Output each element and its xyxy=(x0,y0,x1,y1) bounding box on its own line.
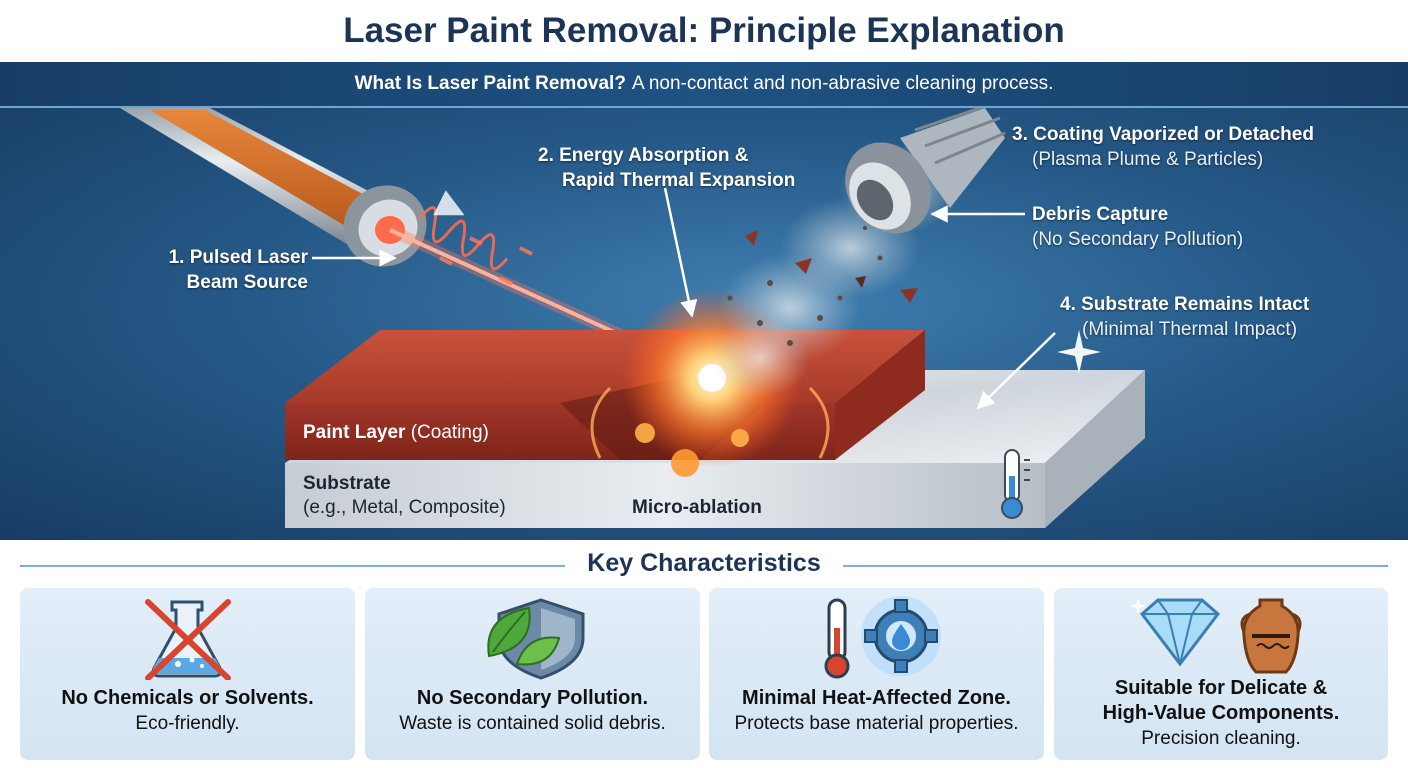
step2-label: 2. Energy Absorption &Rapid Thermal Expa… xyxy=(538,145,796,191)
substrate-label: Substrate(e.g., Metal, Composite) xyxy=(303,473,506,518)
leaf-shield-icon xyxy=(487,598,585,680)
laser-emitter xyxy=(120,108,427,267)
card-heading: Minimal Heat-Affected Zone. xyxy=(742,687,1011,709)
debris-capture-label: Debris Capture(No Secondary Pollution) xyxy=(1032,204,1244,250)
diagram-illustration xyxy=(120,108,1145,528)
card-description: Precision cleaning. xyxy=(1141,728,1301,749)
definition-banner: What Is Laser Paint Removal? A non-conta… xyxy=(0,62,1408,108)
card-heading-line1: Suitable for Delicate & xyxy=(1114,677,1328,699)
card-no-chemicals: No Chemicals or Solvents. Eco-friendly. xyxy=(20,588,355,760)
diamond-vase-icon xyxy=(1130,598,1302,674)
no-chemicals-flask-icon xyxy=(145,599,231,681)
step3-label: 3. Coating Vaporized or Detached(Plasma … xyxy=(1012,124,1314,170)
section-rule-right xyxy=(843,565,1388,567)
page-title: Laser Paint Removal: Principle Explanati… xyxy=(343,11,1065,50)
extraction-nozzle xyxy=(845,108,1006,234)
card-no-pollution: No Secondary Pollution. Waste is contain… xyxy=(365,588,700,760)
banner-answer: A non-contact and non-abrasive cleaning … xyxy=(631,73,1054,94)
card-delicate-components: Suitable for Delicate & High-Value Compo… xyxy=(1054,588,1388,760)
card-heading: No Chemicals or Solvents. xyxy=(61,687,314,709)
banner-question: What Is Laser Paint Removal? xyxy=(354,73,626,94)
paint-layer-label: Paint Layer (Coating) xyxy=(303,422,489,443)
card-description: Waste is contained solid debris. xyxy=(399,713,666,734)
card-heading: No Secondary Pollution. xyxy=(416,687,649,709)
thermometer-icon xyxy=(1001,449,1030,519)
thermometer-gear-icon xyxy=(824,596,941,679)
micro-ablation-label: Micro-ablation xyxy=(632,497,762,518)
sparkle-icon xyxy=(1057,330,1101,374)
step4-label: 4. Substrate Remains Intact(Minimal Ther… xyxy=(1060,294,1310,340)
callout-arrows xyxy=(312,187,1056,410)
card-minimal-heat: Minimal Heat-Affected Zone. Protects bas… xyxy=(709,588,1044,760)
card-description: Protects base material properties. xyxy=(734,713,1019,734)
card-description: Eco-friendly. xyxy=(135,713,240,734)
card-heading-line2: High-Value Components. xyxy=(1102,702,1340,724)
key-characteristics-title: Key Characteristics xyxy=(587,549,821,577)
section-rule-left xyxy=(20,565,565,567)
